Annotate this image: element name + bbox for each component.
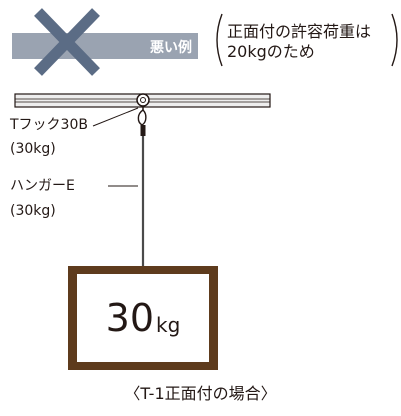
hook-leader-line — [92, 107, 139, 127]
note-line-1: 正面付の許容荷重は — [227, 22, 372, 41]
hanger-load-label: (30kg) — [10, 203, 56, 219]
t-hook — [136, 93, 150, 136]
bad-example-banner — [12, 33, 198, 59]
note-left-paren — [216, 13, 223, 67]
frame-weight-label: 30 kg — [77, 274, 209, 362]
weight-unit: kg — [156, 313, 181, 337]
hook-name-label: Tフック30B — [10, 117, 88, 133]
cross-mark-icon — [34, 8, 100, 76]
note-right-paren — [391, 13, 398, 67]
note-line-2: 20kgのため — [227, 42, 315, 61]
bad-example-label: 悪い例 — [150, 39, 192, 56]
weight-number: 30 — [105, 296, 155, 340]
hook-load-label: (30kg) — [10, 141, 56, 157]
hanger-name-label: ハンガーE — [10, 178, 75, 194]
diagram-caption: 〈T-1正面付の場合〉 — [124, 384, 277, 403]
picture-frame — [68, 266, 218, 370]
